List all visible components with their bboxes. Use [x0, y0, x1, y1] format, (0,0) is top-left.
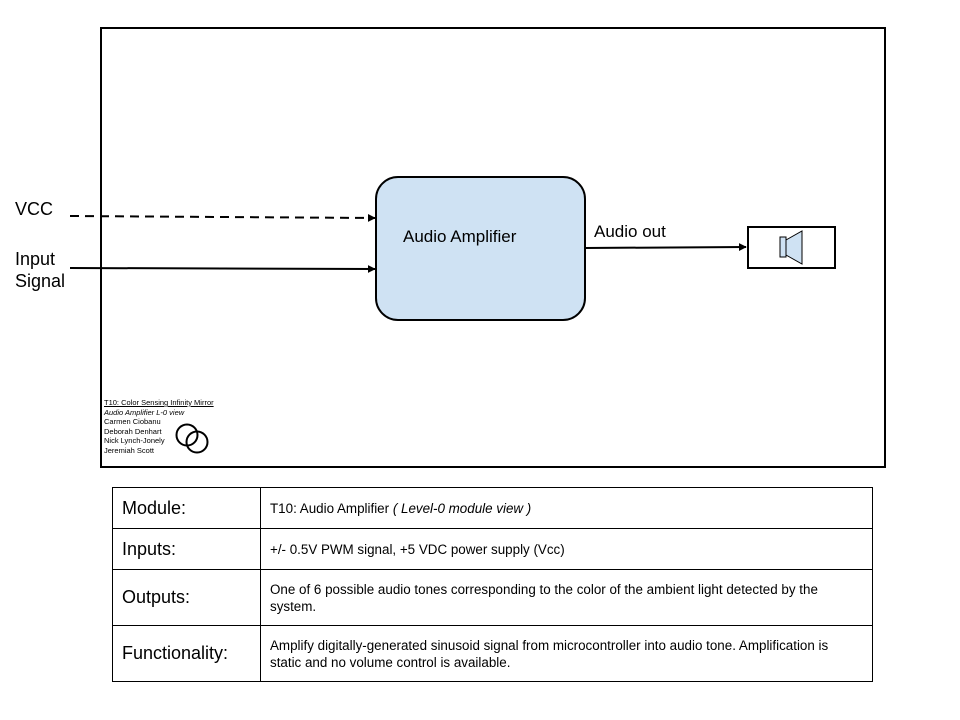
table-row-functionality: Functionality: Amplify digitally-generat… — [112, 625, 873, 682]
audio-out-arrow — [584, 243, 747, 252]
audio-out-label: Audio out — [594, 222, 666, 241]
module-value: T10: Audio Amplifier ( Level-0 module vi… — [260, 487, 873, 529]
audio-amplifier-label: Audio Amplifier — [403, 227, 517, 246]
outputs-value: One of 6 possible audio tones correspond… — [260, 569, 873, 626]
module-label: Module: — [112, 487, 261, 529]
vcc-label: VCC — [15, 199, 53, 219]
inputs-value: +/- 0.5V PWM signal, +5 VDC power supply… — [260, 528, 873, 570]
audio-amplifier-block — [375, 176, 586, 321]
table-row-module: Module: T10: Audio Amplifier ( Level-0 m… — [112, 487, 873, 529]
speaker-icon — [779, 230, 803, 265]
inputs-label: Inputs: — [112, 528, 261, 570]
author-name: Jeremiah Scott — [104, 445, 155, 455]
input-signal-arrow — [69, 264, 376, 273]
input-signal-label: Input Signal — [15, 249, 65, 291]
view-title: Audio Amplifier L-0 view — [104, 407, 185, 417]
module-note: ( Level-0 module view ) — [392, 500, 532, 516]
block-diagram: VCC Input Signal Audio Amplifier Audio o… — [15, 27, 886, 468]
author-name: Deborah Denhart — [104, 426, 162, 436]
author-name: Nick Lynch-Jonely — [104, 436, 165, 446]
outputs-label: Outputs: — [112, 569, 261, 626]
table-row-inputs: Inputs: +/- 0.5V PWM signal, +5 VDC powe… — [112, 528, 873, 570]
functionality-label: Functionality: — [112, 625, 261, 682]
author-name: Carmen Ciobanu — [104, 417, 161, 427]
credits-block: T10: Color Sensing Infinity Mirror Audio… — [104, 398, 214, 456]
table-row-outputs: Outputs: One of 6 possible audio tones c… — [112, 569, 873, 626]
project-title: T10: Color Sensing Infinity Mirror — [104, 398, 214, 407]
diagram-frame — [100, 27, 886, 468]
vcc-dashed-arrow — [69, 213, 376, 222]
functionality-value: Amplify digitally-generated sinusoid sig… — [260, 625, 873, 682]
logo-overlapping-circles — [175, 423, 209, 454]
module-spec-table: Module: T10: Audio Amplifier ( Level-0 m… — [112, 487, 873, 682]
